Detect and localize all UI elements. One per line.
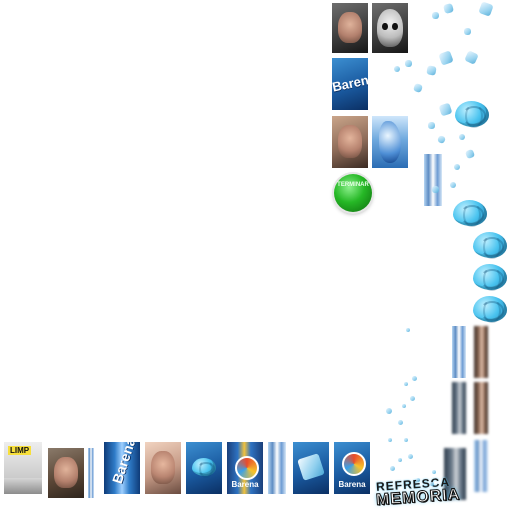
- barena-can-card[interactable]: Barena: [104, 442, 140, 494]
- face-image: [151, 451, 175, 484]
- brain-icon: [453, 200, 487, 228]
- flipping-card[interactable]: [444, 448, 466, 500]
- ice-cube-icon: [464, 148, 476, 160]
- face-image: [338, 125, 362, 158]
- flipping-card[interactable]: [474, 326, 488, 378]
- ice-cube-icon: [436, 134, 447, 145]
- flipping-card[interactable]: [474, 382, 488, 434]
- brain-icon: [473, 232, 507, 260]
- brain-icon: [455, 101, 489, 129]
- blue-abstract-card[interactable]: [372, 116, 408, 168]
- flipping-card[interactable]: [88, 448, 94, 498]
- flipping-card[interactable]: [452, 382, 466, 434]
- band-photo-card[interactable]: LIMP: [4, 442, 42, 494]
- ice-cube-icon: [459, 134, 465, 140]
- ice-cube-icon: [408, 454, 413, 459]
- brain-card[interactable]: [186, 442, 222, 494]
- ice-cube-icon: [464, 50, 479, 65]
- brand-text: Barena: [332, 70, 368, 95]
- flipping-card[interactable]: [474, 440, 488, 492]
- ice-cube-icon: [438, 102, 453, 117]
- ice-cube-icon: [450, 182, 456, 188]
- photo-long-hair-card[interactable]: [48, 448, 84, 498]
- ice-cube-icon: [410, 396, 415, 401]
- barena-logo-card[interactable]: Barena: [334, 442, 370, 494]
- photo-man-cap-card[interactable]: [332, 3, 368, 53]
- terminar-label: TERMINAR: [337, 182, 369, 188]
- ice-cube-icon: [432, 470, 436, 474]
- brand-badge-icon: [235, 455, 259, 480]
- ice-cube-icon: [297, 453, 325, 481]
- ice-cube-icon: [394, 66, 400, 72]
- barena-blue-card[interactable]: Barena: [332, 58, 368, 110]
- abstract-shape: [379, 121, 401, 163]
- ice-cube-icon: [416, 478, 420, 482]
- flipping-card[interactable]: [424, 154, 442, 206]
- ice-cube-icon: [412, 376, 417, 381]
- terminar-button[interactable]: TERMINAR: [334, 174, 372, 212]
- ice-cube-icon: [438, 50, 454, 66]
- game-logo[interactable]: REFRESCA MEMORIA: [375, 475, 461, 510]
- ice-cube-icon: [454, 164, 460, 170]
- ice-cube-icon: [464, 28, 471, 35]
- brain-icon: [473, 296, 507, 324]
- photo-bald-man-card[interactable]: [145, 442, 181, 494]
- ice-cube-icon: [398, 458, 402, 462]
- ice-cube-icon: [404, 382, 408, 386]
- ice-cube-icon: [390, 466, 395, 471]
- ice-cube-icon: [412, 82, 424, 94]
- ice-cube-icon: [388, 438, 392, 442]
- ice-cube-icon: [442, 2, 455, 15]
- ice-cube-icon: [386, 408, 392, 414]
- flipping-card[interactable]: [268, 442, 286, 494]
- flipping-card[interactable]: [452, 326, 466, 378]
- skull-icon: [377, 9, 403, 47]
- brand-badge-icon: [342, 451, 366, 476]
- barena-can-gold-card[interactable]: Barena: [227, 442, 263, 494]
- photo-man-portrait-card[interactable]: [332, 116, 368, 168]
- ice-cube-icon: [405, 60, 412, 67]
- face-image: [338, 12, 362, 43]
- brand-label: Barena: [338, 479, 366, 489]
- ice-cube-icon: [432, 186, 439, 193]
- skull-art-card[interactable]: [372, 3, 408, 53]
- brand-text: Barena: [108, 442, 139, 486]
- ice-cube-icon: [404, 438, 408, 442]
- ice-cube-icon: [432, 12, 439, 19]
- ice-cube-icon: [430, 482, 434, 486]
- band-label: LIMP: [8, 446, 32, 455]
- ice-cube-icon: [426, 65, 437, 76]
- ice-cube-icon: [402, 404, 406, 408]
- ice-cube-icon: [398, 420, 403, 425]
- logo-line2: MEMORIA: [375, 486, 461, 510]
- brain-icon: [192, 458, 216, 479]
- brain-icon: [473, 264, 507, 292]
- face-image: [54, 457, 78, 488]
- ice-cube-icon: [428, 122, 435, 129]
- ice-cube-icon: [406, 328, 410, 332]
- brand-label: Barena: [231, 479, 259, 489]
- ice-cube-icon: [478, 1, 494, 17]
- ice-cube-card[interactable]: [293, 442, 329, 494]
- band-image: [4, 478, 42, 494]
